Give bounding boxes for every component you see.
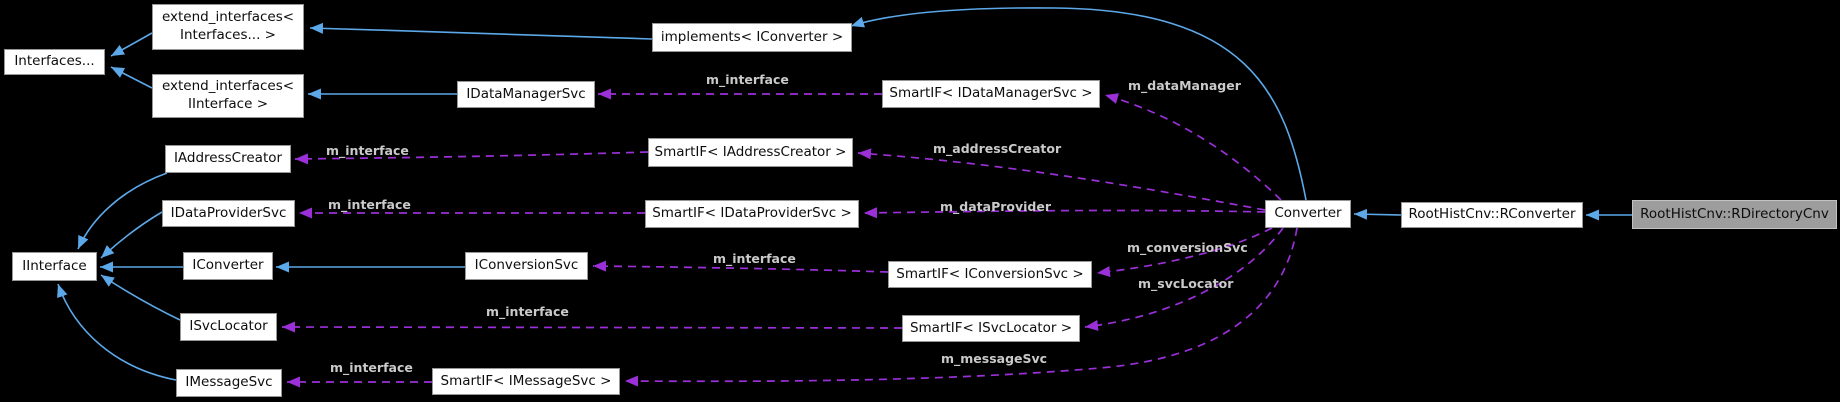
edge-label-m-svclocator: m_svcLocator <box>1138 276 1234 291</box>
edge-label-m-dataprovider: m_dataProvider <box>940 199 1052 214</box>
edge-label-m-interface-svclocator: m_interface <box>486 304 569 319</box>
edge-smartif-iconversionsvc-usage <box>592 260 889 273</box>
edge-converter-m-datamanager <box>1104 93 1282 201</box>
node-converter[interactable]: Converter <box>1265 200 1351 228</box>
edge-iaddresscreator-to-iinterface <box>77 172 168 250</box>
edge-label-m-addresscreator: m_addressCreator <box>933 141 1062 156</box>
edge-extendpack-to-interfaces <box>110 32 153 57</box>
node-implements-iconverter[interactable]: implements< IConverter > <box>652 23 852 52</box>
edge-smartif-isvclocator-usage <box>281 321 903 333</box>
edge-implements-to-extendpack <box>309 22 653 40</box>
edge-label-m-interface-addresscreator: m_interface <box>326 143 409 158</box>
edge-label-m-datamanager: m_dataManager <box>1128 78 1241 93</box>
node-smartif-imessagesvc[interactable]: SmartIF< IMessageSvc > <box>432 368 620 395</box>
edge-label-m-interface-conversionsvc: m_interface <box>713 251 796 266</box>
node-interfaces[interactable]: Interfaces... <box>4 49 105 75</box>
edge-smartif-iaddresscreator-usage <box>294 151 649 165</box>
node-iaddresscreator[interactable]: IAddressCreator <box>165 145 291 173</box>
edge-converter-m-dataprovider <box>863 207 1266 219</box>
edge-label-m-messagesvc: m_messageSvc <box>941 351 1048 366</box>
edge-label-m-interface-messagesvc: m_interface <box>330 360 413 375</box>
edge-imessagesvc-to-iinterface <box>57 283 177 381</box>
edge-converter-m-svclocator <box>1084 227 1284 331</box>
edge-converter-m-conversionsvc <box>1096 227 1273 278</box>
edge-idataprovidersvc-to-iinterface <box>100 211 163 259</box>
edge-converter-m-messagesvc <box>624 227 1298 387</box>
edge-label-m-conversionsvc: m_conversionSvc <box>1127 240 1248 255</box>
edge-converter-to-implements <box>850 7 1307 201</box>
edge-label-m-interface-datamanager: m_interface <box>706 72 789 87</box>
node-iconverter[interactable]: IConverter <box>183 252 273 280</box>
node-smartif-iaddresscreator[interactable]: SmartIF< IAddressCreator > <box>648 138 853 167</box>
node-smartif-isvclocator[interactable]: SmartIF< ISvcLocator > <box>902 315 1080 342</box>
node-extend-interfaces-pack[interactable]: extend_interfaces< Interfaces... > <box>152 4 304 50</box>
edge-extendiface-to-interfaces <box>110 66 153 89</box>
node-idataprovidersvc[interactable]: IDataProviderSvc <box>162 200 295 227</box>
node-iconversionsvc[interactable]: IConversionSvc <box>465 252 588 280</box>
node-imessagesvc[interactable]: IMessageSvc <box>176 369 282 397</box>
node-smartif-iconversionsvc[interactable]: SmartIF< IConversionSvc > <box>888 261 1092 288</box>
node-smartif-idataprovidersvc[interactable]: SmartIF< IDataProviderSvc > <box>645 200 859 228</box>
node-roothistcnv-rconverter[interactable]: RootHistCnv::RConverter <box>1401 202 1583 228</box>
node-idatamanagersvc[interactable]: IDataManagerSvc <box>457 81 595 108</box>
edge-converter-m-addresscreator <box>857 148 1266 211</box>
node-roothistcnv-rdirectorycnv: RootHistCnv::RDirectoryCnv <box>1632 200 1837 229</box>
node-iinterface[interactable]: IInterface <box>12 252 97 281</box>
edge-isvclocator-to-iinterface <box>100 274 181 321</box>
edge-label-m-interface-dataprovider: m_interface <box>328 197 411 212</box>
node-extend-interfaces-iinterface[interactable]: extend_interfaces< IInterface > <box>152 74 304 118</box>
edge-rconverter-to-converter <box>1353 208 1402 220</box>
node-smartif-idatamanagersvc[interactable]: SmartIF< IDataManagerSvc > <box>882 80 1100 108</box>
node-isvclocator[interactable]: ISvcLocator <box>180 313 277 341</box>
